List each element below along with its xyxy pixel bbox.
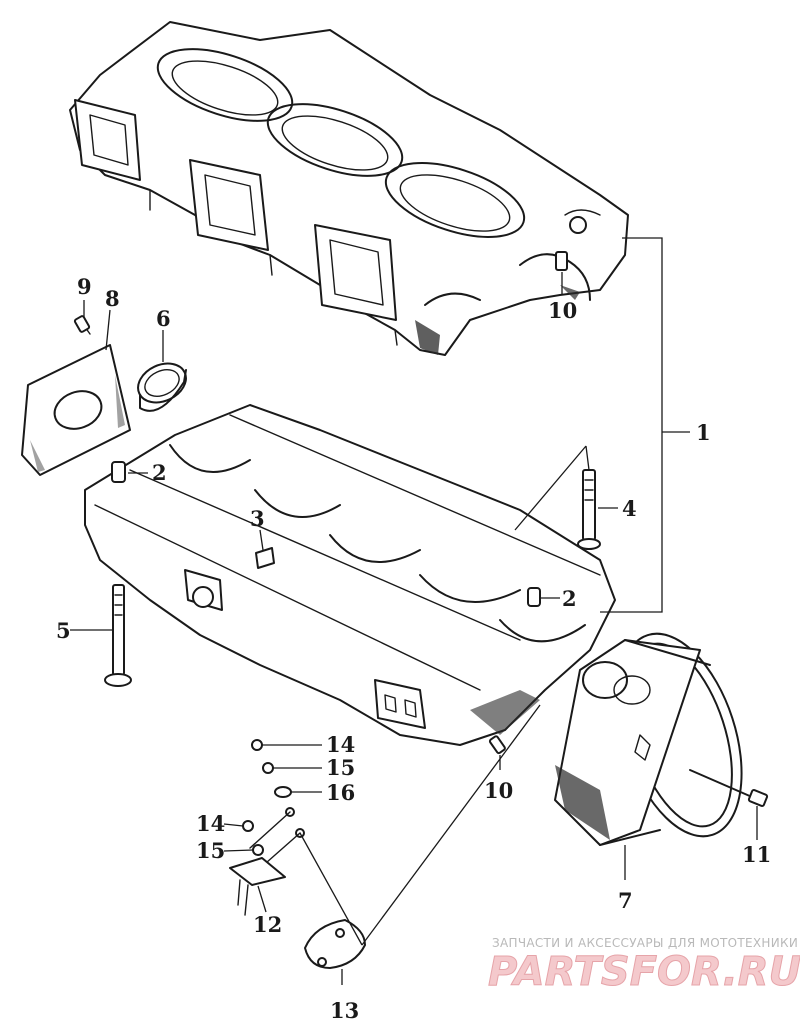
callout-15-lower: 15: [196, 838, 225, 863]
cover-plate-8: [21, 315, 131, 476]
callout-10-lower: 10: [484, 778, 513, 803]
callout-14-lower: 14: [196, 811, 225, 836]
watermark-tagline: ЗАПЧАСТИ И АКСЕССУАРЫ ДЛЯ МОТОТЕХНИКИ: [492, 936, 798, 950]
lower-crankcase: [84, 404, 616, 755]
leader-lines: [70, 237, 758, 985]
upper-crankcase: [69, 21, 629, 356]
callout-labels: 1 2 2 3 4 5 6 7 8 9 10 10 11 12 13 14 14…: [56, 274, 771, 1023]
callout-6: 6: [156, 306, 171, 331]
watermark: ЗАПЧАСТИ И АКСЕССУАРЫ ДЛЯ МОТОТЕХНИКИ PA…: [488, 936, 800, 996]
callout-10-upper: 10: [548, 298, 577, 323]
callout-2-right: 2: [562, 586, 577, 611]
callout-5: 5: [56, 618, 71, 643]
seal-ring-6: [137, 362, 187, 412]
bell-housing-7: [554, 632, 769, 846]
callout-11: 11: [742, 842, 771, 867]
bolt-5: [104, 584, 132, 687]
callout-1: 1: [696, 420, 711, 445]
callout-16: 16: [326, 780, 355, 805]
watermark-logo: PARTSFOR.RU: [488, 949, 800, 995]
callout-4: 4: [622, 496, 637, 521]
callout-15-upper: 15: [326, 755, 355, 780]
callout-14-upper: 14: [326, 732, 355, 757]
callout-7: 7: [618, 888, 633, 913]
callout-13: 13: [330, 998, 359, 1023]
callout-2-left: 2: [152, 460, 167, 485]
small-parts: [229, 739, 366, 969]
bolt-4: [577, 469, 601, 550]
callout-8: 8: [105, 286, 120, 311]
callout-12: 12: [253, 912, 282, 937]
callout-3: 3: [250, 506, 265, 531]
callout-9: 9: [77, 274, 92, 299]
